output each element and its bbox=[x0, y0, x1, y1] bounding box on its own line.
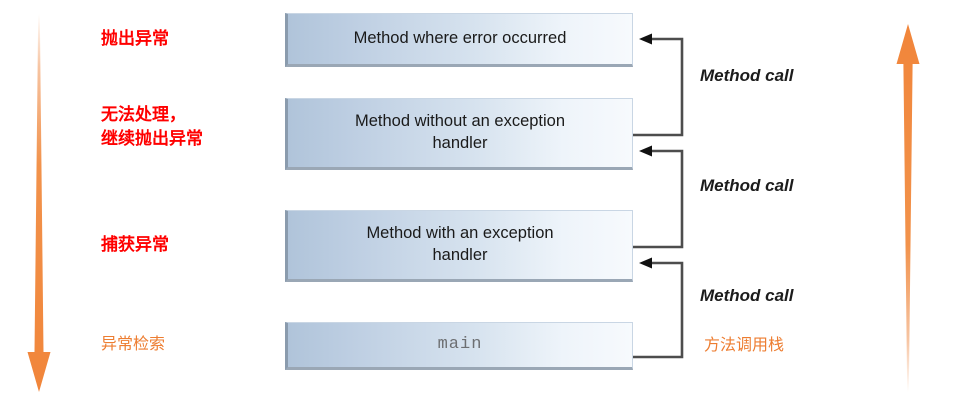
annotation-method-call-stack: 方法调用栈 bbox=[704, 335, 785, 354]
method-box-label: Method where error occurred bbox=[353, 29, 567, 48]
annotation-catch-exception: 捕获异常 bbox=[101, 235, 169, 255]
connector-call-3 bbox=[633, 257, 684, 359]
exception-search-arrow bbox=[27, 14, 51, 392]
method-call-label-1: Method call bbox=[700, 66, 794, 85]
method-box-error-method[interactable]: Method where error occurred bbox=[285, 13, 633, 67]
method-call-label-3: Method call bbox=[700, 286, 794, 305]
method-box-label: Method without an exception handler bbox=[354, 112, 566, 152]
method-box-with-handler[interactable]: Method with an exception handler bbox=[285, 210, 633, 282]
method-box-no-handler[interactable]: Method without an exception handler bbox=[285, 98, 633, 170]
annotation-exception-search: 异常检索 bbox=[101, 334, 166, 353]
method-call-label-2: Method call bbox=[700, 176, 794, 195]
connector-call-2 bbox=[633, 145, 684, 249]
annotation-cannot-handle-rethrow: 无法处理， 继续抛出异常 bbox=[101, 105, 203, 150]
method-box-main[interactable]: main bbox=[285, 322, 633, 370]
annotation-throw-exception: 抛出异常 bbox=[101, 29, 169, 49]
method-box-label: main bbox=[437, 334, 483, 354]
connector-call-1 bbox=[633, 33, 684, 137]
method-box-label: Method with an exception handler bbox=[366, 224, 554, 264]
call-stack-arrow bbox=[896, 24, 920, 392]
